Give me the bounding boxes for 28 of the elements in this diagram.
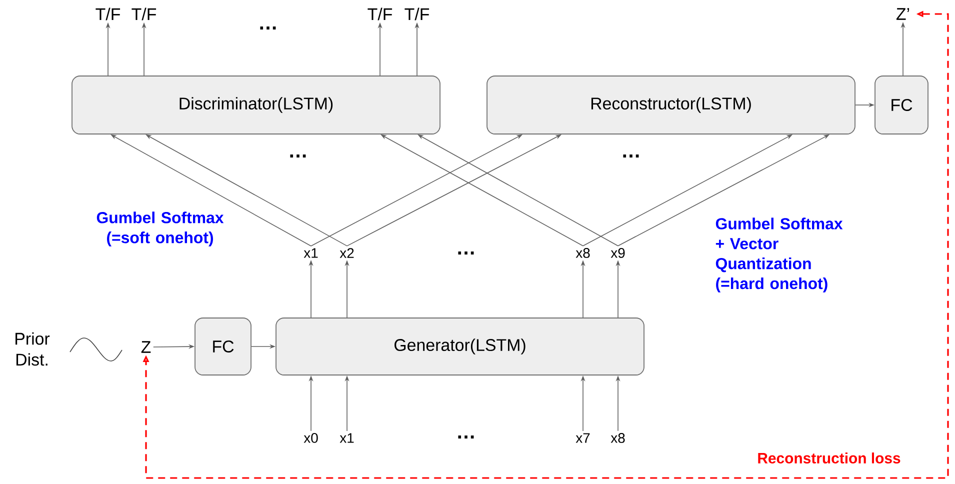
ellipsis: … bbox=[623, 154, 639, 158]
process-box: Reconstructor(LSTM) bbox=[486, 76, 856, 134]
ellipsis: … bbox=[458, 252, 474, 254]
edge-label: Reconstruction loss bbox=[756, 452, 902, 464]
ellipsis: … bbox=[290, 154, 306, 158]
token-label: x8 bbox=[610, 433, 625, 443]
output-label: Z’ bbox=[896, 8, 910, 20]
token-label: x1 bbox=[304, 248, 318, 258]
process-box: Generator(LSTM) bbox=[276, 318, 644, 376]
annotation-text: Gumbel Softmax + Vector Quantization (=hard onehot) bbox=[716, 218, 843, 292]
token-label: x8 bbox=[576, 248, 590, 258]
output-label: T/F bbox=[96, 8, 120, 20]
output-label: T/F bbox=[368, 8, 392, 20]
token-label: x7 bbox=[576, 433, 590, 443]
token-label: x2 bbox=[340, 248, 354, 258]
output-label: T/F bbox=[404, 8, 430, 20]
token-label: x1 bbox=[340, 433, 354, 443]
annotation-text: Gumbel Softmax (=soft onehot) bbox=[96, 212, 224, 246]
process-box: FC bbox=[194, 318, 252, 376]
process-box: FC bbox=[874, 76, 928, 134]
output-label: T/F bbox=[132, 8, 156, 20]
token-label: x0 bbox=[304, 433, 318, 443]
process-box: Discriminator(LSTM) bbox=[72, 76, 440, 134]
ellipsis: … bbox=[260, 26, 276, 30]
variable-label: Z bbox=[141, 341, 151, 353]
ellipsis: … bbox=[458, 436, 474, 438]
text-label: Prior Dist. bbox=[16, 332, 50, 366]
token-label: x9 bbox=[610, 248, 625, 258]
